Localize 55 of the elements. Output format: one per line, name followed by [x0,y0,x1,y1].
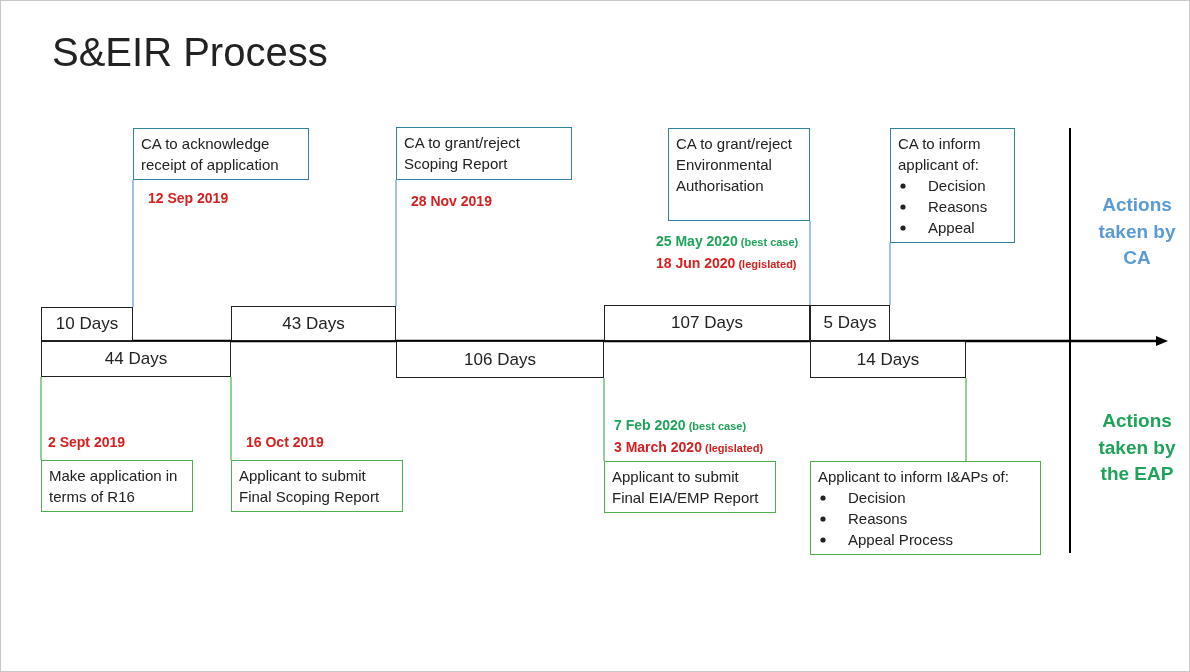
duration-text: 44 Days [104,349,168,369]
connector-line [965,377,967,462]
bullet-item: Reasons [818,508,1033,529]
duration-label-box [396,341,604,378]
date-label: 16 Oct 2019 [246,434,324,450]
action-box [668,128,810,221]
action-box [396,127,572,180]
connector-line [603,377,605,462]
bullet-item: Reasons [898,196,1007,217]
side-label: Actions taken by CA [1097,193,1177,271]
date-label: 18 Jun 2020 (legislated) [656,255,797,271]
action-text: CA to grant/reject Environmental Authorisation [676,135,792,194]
action-text: Applicant to submit Final EIA/EMP Report [612,468,759,506]
action-box [810,461,1041,555]
connector-line [395,179,397,307]
title: S&EIR Process [52,30,328,75]
bullet-item: Appeal Process [818,529,1033,550]
duration-text: 107 Days [671,313,743,333]
action-text: CA to inform applicant of: [898,134,982,175]
date-label: 3 March 2020 (legislated) [614,439,764,455]
connector-line [889,242,891,306]
date-label: 2 Sept 2019 [48,434,126,450]
connector-line [809,220,811,306]
duration-text: 10 Days [55,314,119,334]
side-label: Actions taken by the EAP [1097,409,1177,487]
action-text: CA to acknowledge receipt of application [141,135,279,173]
bullet-item: Decision [898,175,1007,196]
duration-label-box [810,341,966,378]
action-text: Applicant to submit Final Scoping Report [239,467,380,505]
action-box [604,461,776,513]
connector-line [132,179,134,308]
date-label: 25 May 2020 (best case) [656,233,799,249]
action-box [133,128,309,180]
date-label: 7 Feb 2020 (best case) [614,417,747,433]
bullet-item: Appeal [898,217,1007,238]
duration-text: 5 Days [823,313,877,333]
action-text: Applicant to inform I&APs of: [818,467,1010,487]
connector-line [40,376,42,461]
action-text: Make application in terms of R16 [49,467,178,505]
date-label: 28 Nov 2019 [411,193,492,209]
date-label: 12 Sep 2019 [148,190,229,206]
action-box [41,460,193,512]
action-box [890,128,1015,243]
duration-label-box [604,305,810,341]
bullet-item: Decision [818,487,1033,508]
duration-label-box [231,306,396,341]
duration-label-box [810,305,890,341]
duration-label-box [41,341,231,377]
duration-label-box [41,307,133,341]
duration-text: 106 Days [464,349,536,370]
connector-line [230,376,232,461]
action-box [231,460,403,512]
duration-text: 14 Days [856,349,920,370]
duration-text: 43 Days [282,313,345,334]
action-text: CA to grant/reject Scoping Report [404,134,520,172]
